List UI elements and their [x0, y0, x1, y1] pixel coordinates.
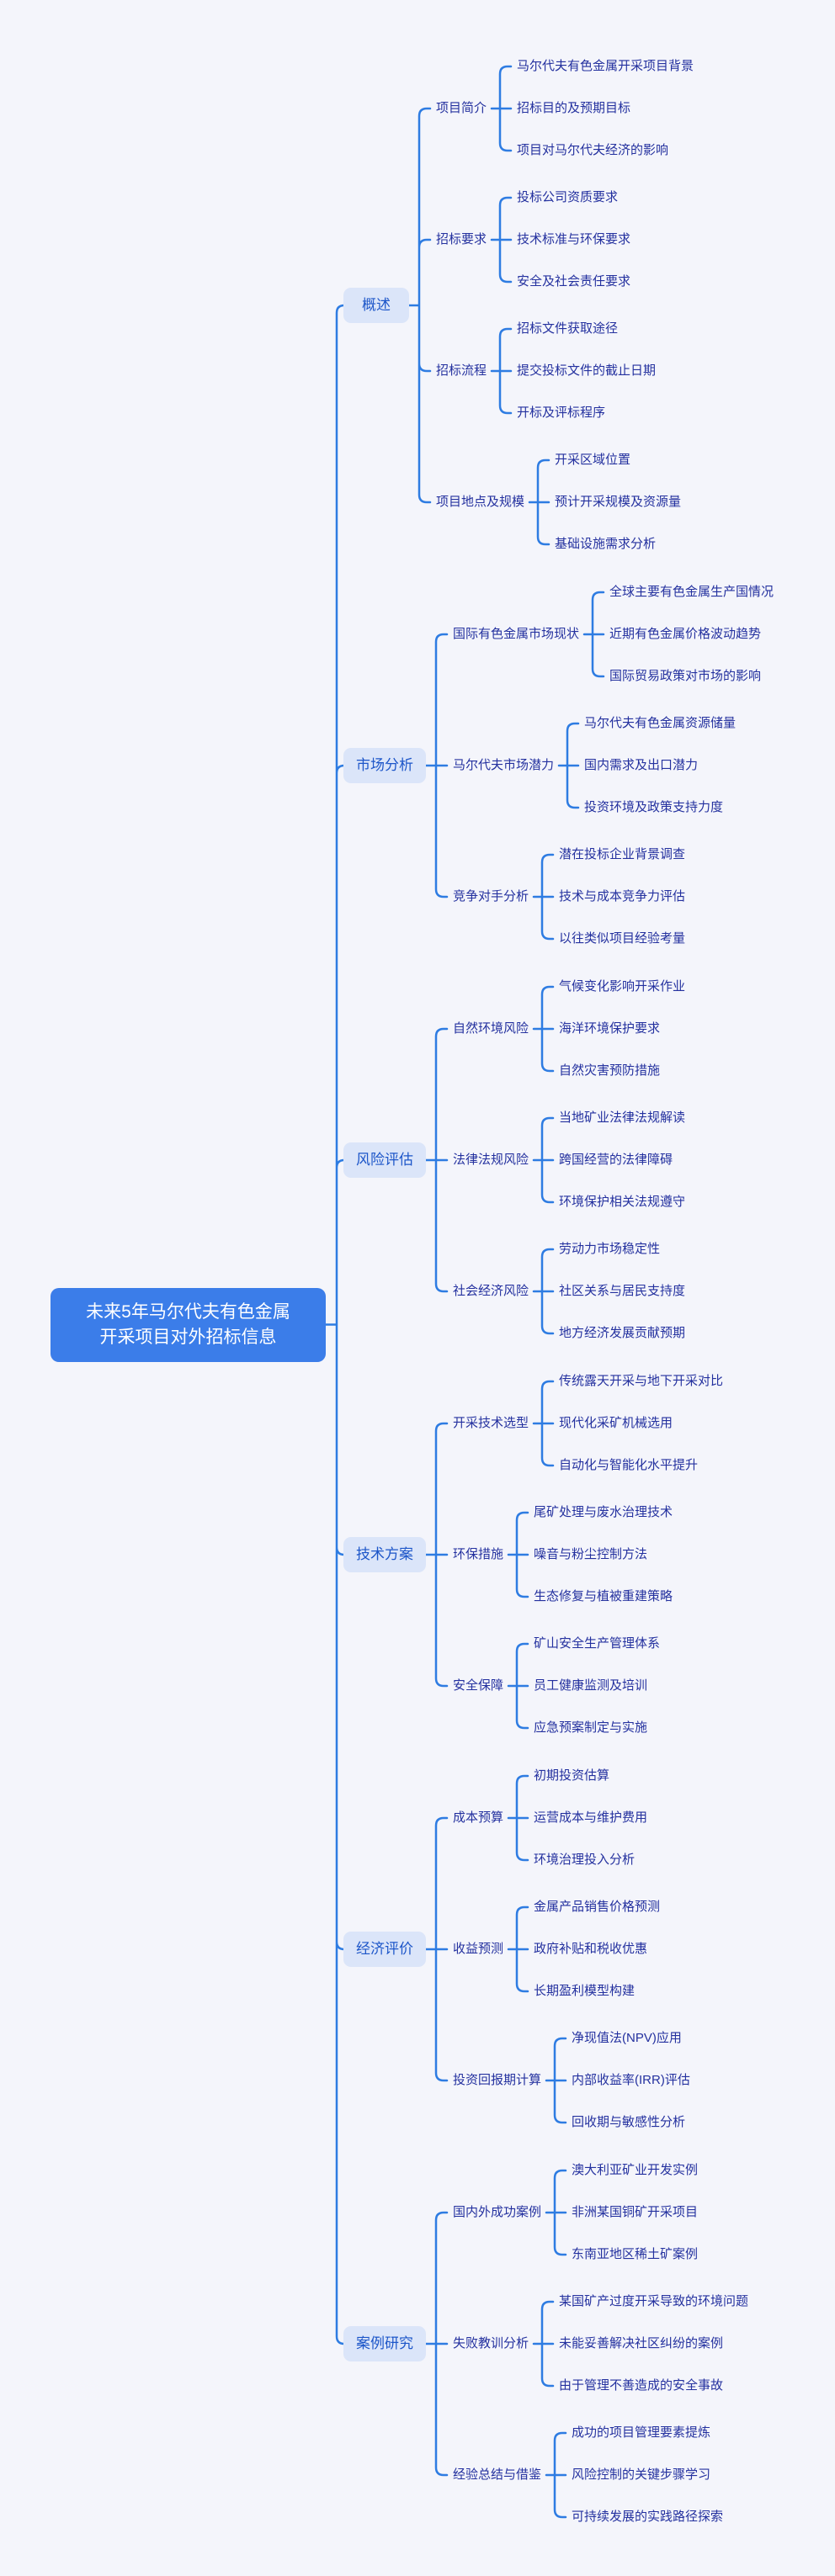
subtopic-node-3-1[interactable]: 环保措施 — [453, 1547, 504, 1561]
leaf-node-2-2-1[interactable]: 社区关系与居民支持度 — [559, 1284, 686, 1298]
leaf-node-4-2-0[interactable]: 净现值法(NPV)应用 — [572, 2031, 682, 2045]
leaf-node-5-0-0[interactable]: 澳大利亚矿业开发实例 — [572, 2163, 699, 2177]
leaf-node-4-0-2[interactable]: 环境治理投入分析 — [534, 1852, 636, 1867]
leaf-node-1-1-0[interactable]: 马尔代夫有色金属资源储量 — [584, 716, 737, 730]
branch-node-4[interactable]: 经济评价 — [343, 1932, 426, 1967]
leaf-node-0-1-1[interactable]: 技术标准与环保要求 — [517, 232, 631, 246]
leaf-node-5-1-2[interactable]: 由于管理不善造成的安全事故 — [559, 2378, 724, 2393]
leaf-node-1-2-0[interactable]: 潜在投标企业背景调查 — [559, 847, 686, 861]
leaf-node-4-1-0[interactable]: 金属产品销售价格预测 — [534, 1900, 661, 1914]
leaf-node-3-1-0[interactable]: 尾矿处理与废水治理技术 — [534, 1505, 673, 1519]
subtopic-node-5-2[interactable]: 经验总结与借鉴 — [453, 2467, 542, 2482]
leaf-node-4-0-0[interactable]: 初期投资估算 — [534, 1768, 610, 1783]
leaf-node-1-0-1[interactable]: 近期有色金属价格波动趋势 — [609, 627, 762, 641]
leaf-node-0-1-0[interactable]: 投标公司资质要求 — [517, 190, 619, 204]
leaf-node-5-0-1[interactable]: 非洲某国铜矿开采项目 — [572, 2205, 699, 2219]
leaf-node-5-2-1[interactable]: 风险控制的关键步骤学习 — [572, 2467, 711, 2482]
leaf-node-1-2-2[interactable]: 以往类似项目经验考量 — [559, 931, 686, 946]
leaf-node-0-0-0[interactable]: 马尔代夫有色金属开采项目背景 — [517, 59, 694, 73]
leaf-node-0-2-1[interactable]: 提交投标文件的截止日期 — [517, 363, 657, 378]
leaf-node-2-2-2[interactable]: 地方经济发展贡献预期 — [559, 1326, 686, 1340]
leaf-node-1-0-2[interactable]: 国际贸易政策对市场的影响 — [609, 669, 762, 683]
leaf-node-3-1-1[interactable]: 噪音与粉尘控制方法 — [534, 1547, 648, 1561]
subtopic-node-1-2[interactable]: 竞争对手分析 — [453, 889, 529, 904]
leaf-node-3-0-2[interactable]: 自动化与智能化水平提升 — [559, 1458, 699, 1472]
leaf-node-0-3-1[interactable]: 预计开采规模及资源量 — [555, 495, 682, 509]
branch-node-1[interactable]: 市场分析 — [343, 748, 426, 783]
subtopic-node-1-1[interactable]: 马尔代夫市场潜力 — [453, 758, 555, 772]
leaf-node-5-1-0[interactable]: 某国矿产过度开采导致的环境问题 — [559, 2294, 749, 2308]
subtopic-node-2-0[interactable]: 自然环境风险 — [453, 1021, 529, 1036]
leaf-node-5-2-0[interactable]: 成功的项目管理要素提炼 — [572, 2425, 711, 2440]
leaf-node-4-2-2[interactable]: 回收期与敏感性分析 — [572, 2115, 686, 2129]
subtopic-node-2-2[interactable]: 社会经济风险 — [453, 1284, 529, 1298]
subtopic-node-0-2[interactable]: 招标流程 — [436, 363, 487, 378]
leaf-node-0-0-2[interactable]: 项目对马尔代夫经济的影响 — [517, 143, 669, 157]
leaf-node-0-2-2[interactable]: 开标及评标程序 — [517, 405, 606, 420]
leaf-node-5-1-1[interactable]: 未能妥善解决社区纠纷的案例 — [559, 2336, 724, 2351]
leaf-node-0-1-2[interactable]: 安全及社会责任要求 — [517, 274, 631, 289]
leaf-node-0-2-0[interactable]: 招标文件获取途径 — [517, 321, 619, 336]
subtopic-node-1-0[interactable]: 国际有色金属市场现状 — [453, 627, 580, 641]
subtopic-node-3-2[interactable]: 安全保障 — [453, 1678, 504, 1693]
leaf-node-3-0-1[interactable]: 现代化采矿机械选用 — [559, 1416, 673, 1430]
subtopic-node-5-0[interactable]: 国内外成功案例 — [453, 2205, 542, 2219]
leaf-node-1-2-1[interactable]: 技术与成本竞争力评估 — [559, 889, 686, 904]
leaf-node-4-1-1[interactable]: 政府补贴和税收优惠 — [534, 1942, 648, 1956]
leaf-node-0-3-2[interactable]: 基础设施需求分析 — [555, 537, 657, 551]
subtopic-node-2-1[interactable]: 法律法规风险 — [453, 1153, 529, 1167]
leaf-node-1-0-0[interactable]: 全球主要有色金属生产国情况 — [609, 585, 774, 599]
subtopic-node-4-1[interactable]: 收益预测 — [453, 1942, 504, 1956]
leaf-node-5-0-2[interactable]: 东南亚地区稀土矿案例 — [572, 2247, 699, 2261]
root-node-line2: 开采项目对外招标信息 — [99, 1327, 277, 1347]
branch-node-3[interactable]: 技术方案 — [343, 1537, 426, 1572]
leaf-node-2-0-1[interactable]: 海洋环境保护要求 — [559, 1021, 661, 1036]
leaf-node-3-2-2[interactable]: 应急预案制定与实施 — [534, 1720, 648, 1735]
leaf-node-3-1-2[interactable]: 生态修复与植被重建策略 — [534, 1589, 673, 1603]
root-node[interactable]: 未来5年马尔代夫有色金属 开采项目对外招标信息 — [51, 1287, 326, 1362]
subtopic-node-0-0[interactable]: 项目简介 — [436, 101, 487, 115]
leaf-node-3-0-0[interactable]: 传统露天开采与地下开采对比 — [559, 1374, 724, 1388]
leaf-node-3-2-1[interactable]: 员工健康监测及培训 — [534, 1678, 648, 1693]
subtopic-node-4-2[interactable]: 投资回报期计算 — [453, 2073, 542, 2087]
leaf-node-2-0-0[interactable]: 气候变化影响开采作业 — [559, 979, 686, 994]
leaf-node-2-1-0[interactable]: 当地矿业法律法规解读 — [559, 1110, 686, 1125]
branch-node-0[interactable]: 概述 — [343, 288, 409, 323]
subtopic-node-0-3[interactable]: 项目地点及规模 — [436, 495, 525, 509]
leaf-node-0-3-0[interactable]: 开采区域位置 — [555, 453, 631, 467]
leaf-node-2-1-1[interactable]: 跨国经营的法律障碍 — [559, 1153, 673, 1167]
leaf-node-1-1-2[interactable]: 投资环境及政策支持力度 — [584, 800, 724, 814]
subtopic-node-4-0[interactable]: 成本预算 — [453, 1810, 504, 1825]
leaf-node-2-2-0[interactable]: 劳动力市场稳定性 — [559, 1242, 661, 1256]
subtopic-node-0-1[interactable]: 招标要求 — [436, 232, 487, 246]
leaf-node-2-1-2[interactable]: 环境保护相关法规遵守 — [559, 1195, 686, 1209]
branch-node-2[interactable]: 风险评估 — [343, 1142, 426, 1178]
leaf-node-2-0-2[interactable]: 自然灾害预防措施 — [559, 1063, 661, 1078]
leaf-node-5-2-2[interactable]: 可持续发展的实践路径探索 — [572, 2510, 724, 2524]
leaf-node-0-0-1[interactable]: 招标目的及预期目标 — [517, 101, 631, 115]
branch-node-5[interactable]: 案例研究 — [343, 2326, 426, 2361]
leaf-node-4-1-2[interactable]: 长期盈利模型构建 — [534, 1984, 636, 1998]
root-node-line1: 未来5年马尔代夫有色金属 — [86, 1301, 290, 1322]
subtopic-node-5-1[interactable]: 失败教训分析 — [453, 2336, 529, 2351]
leaf-node-4-0-1[interactable]: 运营成本与维护费用 — [534, 1810, 648, 1825]
subtopic-node-3-0[interactable]: 开采技术选型 — [453, 1416, 529, 1430]
leaf-node-3-2-0[interactable]: 矿山安全生产管理体系 — [534, 1636, 661, 1651]
leaf-node-1-1-1[interactable]: 国内需求及出口潜力 — [584, 758, 699, 772]
leaf-node-4-2-1[interactable]: 内部收益率(IRR)评估 — [572, 2073, 690, 2087]
